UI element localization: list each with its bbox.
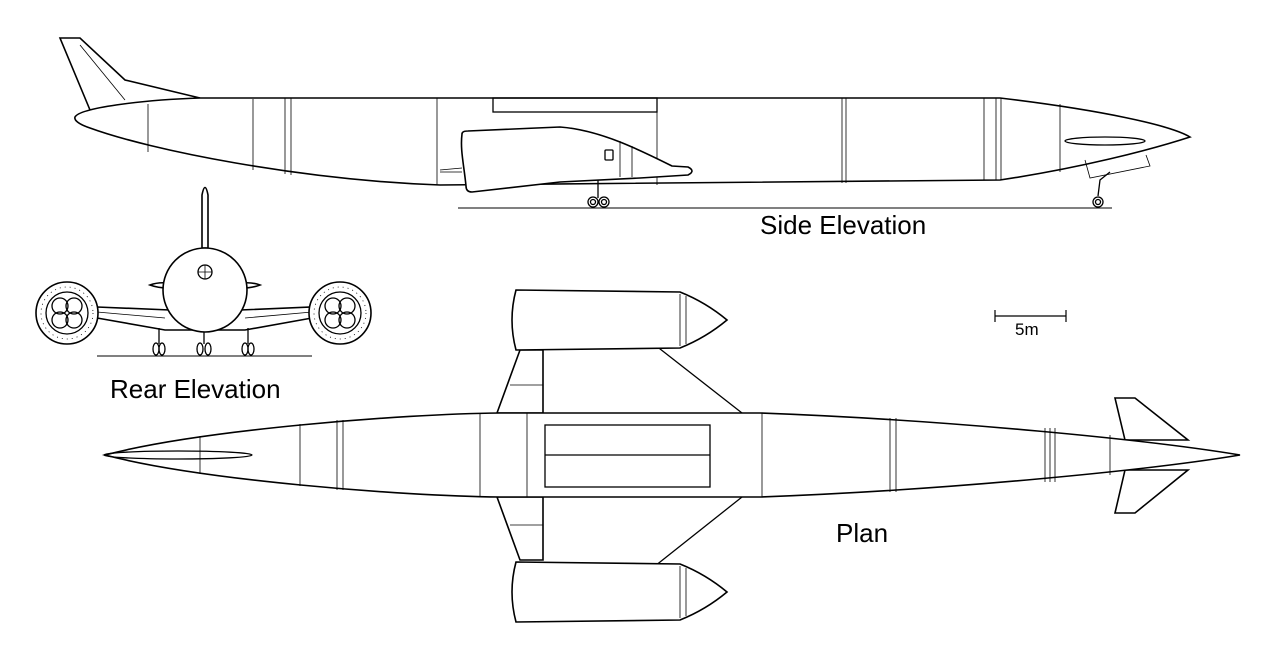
rear-elevation — [35, 186, 372, 357]
plan-label: Plan — [836, 518, 889, 548]
tail-fin-upper — [1113, 397, 1191, 441]
plan-view — [101, 289, 1241, 623]
side-elevation — [58, 37, 1192, 209]
intake — [1064, 136, 1146, 146]
fuselage-rear — [162, 247, 248, 333]
rear-elevation-label: Rear Elevation — [110, 374, 281, 404]
nose-probe — [103, 450, 253, 460]
engine-right — [308, 281, 372, 345]
payload-bay — [492, 97, 658, 113]
nacelle-upper — [511, 289, 729, 351]
rear-fin — [201, 186, 209, 249]
scale-bar-label: 5m — [1015, 320, 1039, 339]
payload-bay-plan — [544, 424, 711, 488]
engine-left — [35, 281, 99, 345]
fuselage-side — [74, 97, 1192, 186]
nacelle-lower — [511, 561, 729, 623]
scale-bar — [994, 310, 1067, 322]
side-elevation-label: Side Elevation — [760, 210, 927, 240]
tail-fin-lower — [1113, 469, 1191, 514]
engine-nacelle-side — [460, 126, 693, 193]
